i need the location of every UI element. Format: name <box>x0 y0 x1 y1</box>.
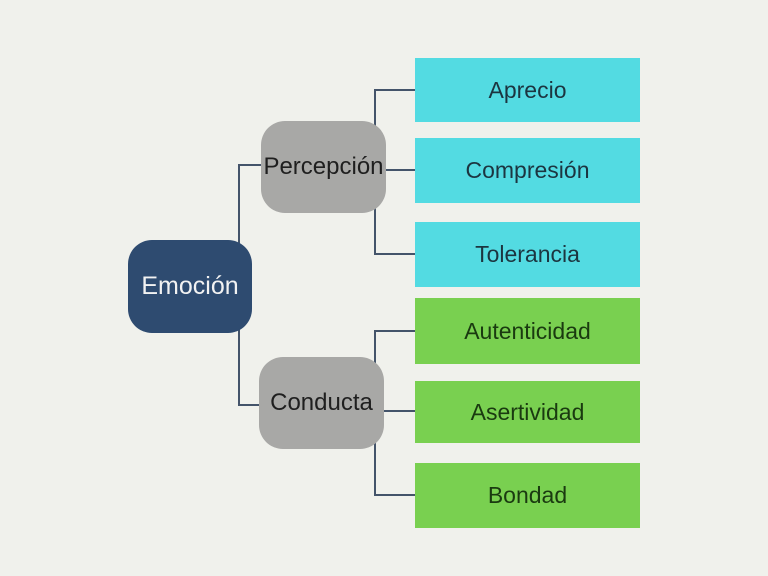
connector-root-to-percepcion <box>238 164 262 166</box>
node-conducta: Conducta <box>259 357 384 449</box>
connector-to-compresion <box>374 169 415 171</box>
connector-to-tolerancia <box>374 253 415 255</box>
node-bondad-label: Bondad <box>487 482 568 508</box>
node-percepcion-label: Percepción <box>263 153 384 180</box>
node-bondad: Bondad <box>415 463 640 528</box>
node-aprecio: Aprecio <box>415 58 640 122</box>
connector-to-autenticidad <box>374 330 415 332</box>
connector-to-bondad <box>374 494 415 496</box>
node-emocion: Emoción <box>128 240 252 333</box>
connector-to-asertividad <box>374 410 415 412</box>
node-emocion-label: Emoción <box>141 272 239 300</box>
node-asertividad: Asertividad <box>415 381 640 443</box>
node-percepcion: Percepción <box>261 121 386 213</box>
node-tolerancia: Tolerancia <box>415 222 640 287</box>
node-compresion: Compresión <box>415 138 640 203</box>
node-compresion-label: Compresión <box>465 157 590 183</box>
node-asertividad-label: Asertividad <box>470 398 585 425</box>
connector-to-aprecio <box>374 89 415 91</box>
node-tolerancia-label: Tolerancia <box>475 241 580 267</box>
node-conducta-label: Conducta <box>270 389 373 416</box>
connector-root-to-conducta <box>238 404 260 406</box>
node-aprecio-label: Aprecio <box>488 76 567 103</box>
node-autenticidad: Autenticidad <box>415 298 640 364</box>
node-autenticidad-label: Autenticidad <box>464 317 591 344</box>
